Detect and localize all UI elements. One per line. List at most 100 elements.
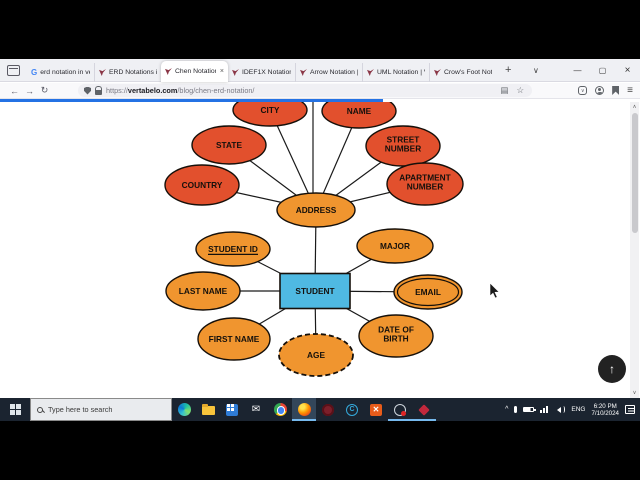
url-bar[interactable]: https://vertabelo.com/blog/chen-erd-nota… (78, 84, 533, 97)
diamond-app-button[interactable] (412, 398, 436, 421)
language-indicator[interactable]: ENG (571, 406, 586, 413)
clock[interactable]: 6:20 PM 7/10/2024 (591, 403, 619, 417)
minimize-button[interactable]: — (573, 66, 582, 75)
svg-text:CITY: CITY (261, 105, 280, 115)
tab-arrow-notation[interactable]: Arrow Notation | V (295, 63, 362, 82)
edge-icon (177, 403, 191, 416)
firefox-view-button[interactable] (7, 65, 21, 77)
tab-title: IDEF1X Notation | (242, 69, 291, 76)
svg-text:COUNTRY: COUNTRY (182, 180, 223, 190)
microphone-icon[interactable] (514, 406, 518, 413)
tray-date: 7/10/2024 (591, 409, 619, 417)
url-domain: vertabelo.com (127, 86, 178, 95)
windows-taskbar: Type here to search ✉ C ✕ ^ ENG 6:20 PM … (0, 398, 640, 421)
account-icon[interactable] (595, 86, 605, 95)
letterbox-top (0, 0, 640, 59)
tab-title: Crow's Foot Nota (444, 69, 492, 76)
chrome-icon (273, 403, 287, 416)
bookmark-star-icon[interactable]: ☆ (516, 85, 525, 95)
red-app-icon (322, 403, 334, 416)
svg-text:NAME: NAME (347, 106, 372, 116)
back-button[interactable]: ← (10, 85, 19, 96)
navigation-toolbar: ← → ↻ https://vertabelo.com/blog/chen-er… (0, 83, 640, 99)
network-icon[interactable] (540, 406, 549, 413)
battery-icon[interactable] (523, 407, 536, 412)
svg-text:AGE: AGE (307, 350, 325, 360)
tray-expand-icon[interactable]: ^ (505, 406, 509, 413)
file-explorer-button[interactable] (196, 398, 220, 421)
tab-title: UML Notation | Ve (377, 69, 425, 76)
page-scroll-progress-bar (0, 99, 383, 102)
search-placeholder: Type here to search (48, 405, 113, 414)
firefox-window: G erd notation in ve ERD Notations in | … (0, 59, 640, 398)
action-center-icon[interactable] (625, 405, 635, 414)
capture-app-icon (394, 403, 406, 416)
edge-button[interactable] (172, 398, 196, 421)
svg-text:FIRST NAME: FIRST NAME (209, 334, 260, 344)
svg-text:MAJOR: MAJOR (380, 241, 410, 251)
pocket-icon[interactable]: ∨ (578, 86, 588, 95)
forward-button[interactable]: → (25, 85, 34, 96)
new-tab-button[interactable]: + (505, 64, 512, 76)
mail-button[interactable]: ✉ (244, 398, 268, 421)
tab-crows-foot-notation[interactable]: Crow's Foot Nota (429, 63, 496, 82)
close-button[interactable]: × (624, 65, 631, 76)
tracking-shield-icon (84, 86, 91, 95)
c-app-icon: C (346, 403, 358, 416)
tab-erd-notation-search[interactable]: G erd notation in ve (27, 63, 94, 82)
menu-icon[interactable]: ≡ (627, 85, 633, 96)
scrollbar-up-icon[interactable]: ∧ (632, 104, 637, 110)
svg-text:EMAIL: EMAIL (415, 287, 441, 297)
vertabelo-favicon (434, 69, 441, 76)
chrome-button[interactable] (268, 398, 292, 421)
mail-icon: ✉ (251, 403, 261, 415)
mouse-cursor (489, 282, 500, 299)
letterbox-bottom (0, 421, 640, 480)
tab-overflow-button[interactable]: ∨ (533, 66, 539, 75)
google-favicon: G (31, 67, 38, 77)
capture-app-button[interactable] (388, 398, 412, 421)
tab-chen-notation[interactable]: Chen Notation × (161, 61, 228, 82)
reader-view-icon[interactable]: ▤ (500, 85, 509, 95)
firefox-button[interactable] (292, 398, 316, 421)
tab-bar: G erd notation in ve ERD Notations in | … (0, 59, 640, 82)
tab-title: erd notation in ve (40, 69, 90, 76)
store-button[interactable] (220, 398, 244, 421)
start-button[interactable] (0, 398, 30, 421)
xampp-button[interactable]: ✕ (364, 398, 388, 421)
tab-title: Arrow Notation | V (310, 69, 358, 76)
tab-title: ERD Notations in | (109, 69, 157, 76)
maximize-button[interactable]: ▢ (598, 66, 607, 75)
scrollbar-thumb[interactable] (631, 113, 638, 233)
tab-erd-notations[interactable]: ERD Notations in | (94, 63, 161, 82)
diamond-app-icon (418, 403, 430, 416)
url-scheme: https:// (106, 86, 128, 95)
scroll-to-top-button[interactable]: ↑ (598, 355, 626, 383)
volume-icon[interactable] (554, 406, 566, 413)
scrollbar-down-icon[interactable]: ∨ (632, 390, 637, 396)
folder-icon (201, 404, 215, 415)
reload-button[interactable]: ↻ (40, 85, 49, 95)
vertabelo-favicon (165, 68, 172, 75)
tab-close-icon[interactable]: × (219, 68, 224, 75)
library-icon[interactable] (612, 86, 620, 95)
c-app-button[interactable]: C (340, 398, 364, 421)
tab-idef1x-notation[interactable]: IDEF1X Notation | (228, 63, 295, 82)
svg-text:ADDRESS: ADDRESS (296, 205, 337, 215)
tray-time: 6:20 PM (593, 402, 617, 410)
lock-icon (95, 85, 102, 95)
taskbar-apps: ✉ C ✕ (172, 398, 436, 421)
tab-uml-notation[interactable]: UML Notation | Ve (362, 63, 429, 82)
windows-logo-icon (9, 404, 21, 415)
search-icon (37, 406, 43, 413)
red-app-button[interactable] (316, 398, 340, 421)
scrollbar[interactable]: ∧ ∨ (630, 102, 639, 398)
vertabelo-favicon (367, 69, 374, 76)
taskbar-search-box[interactable]: Type here to search (30, 398, 172, 421)
system-tray: ^ ENG 6:20 PM 7/10/2024 (505, 398, 640, 421)
